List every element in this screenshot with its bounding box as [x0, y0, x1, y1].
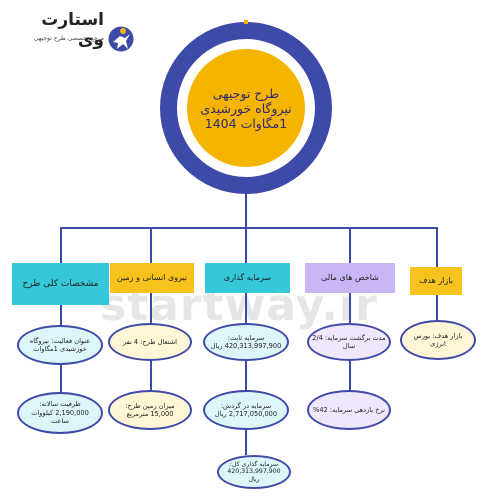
logo-star-figure-icon [108, 26, 134, 52]
item-financial-payback: مدت برگشت سرمایه: 2/4 سال [307, 323, 391, 361]
center-title: طرح توجیهی نیروگاه خورشیدی 1مگاوات 1404 [200, 85, 292, 131]
category-workforce: نیروی انسانی و زمین [110, 263, 194, 293]
item-general-capacity: ظرفیت سالانه: 2,190,000 کیلووات ساعت [17, 392, 103, 434]
stem-general-2 [60, 362, 62, 392]
drop-line-market [436, 227, 438, 267]
stem-market-1 [436, 295, 438, 320]
drop-line-workforce [150, 227, 152, 263]
drop-line-financial [349, 227, 351, 263]
trunk-line [245, 194, 247, 228]
item-investment-fixed: سرمایه ثابت: 420,313,997,900 ریال [203, 323, 289, 361]
category-financial: شاخص های مالی [305, 263, 395, 293]
item-workforce-land: میزان زمین طرح: 15,000 مترمربع [108, 390, 192, 430]
stem-investment-2 [245, 360, 247, 390]
category-market: بازار هدف [410, 267, 462, 295]
stem-investment-3 [245, 430, 247, 455]
item-market-target: بازار هدف: بورس انرژی [400, 320, 476, 360]
item-investment-working: سرمایه در گردش: 2,717,050,000 ریال [203, 390, 289, 430]
category-general: مشخصات کلی طرح [12, 263, 109, 305]
item-workforce-jobs: اشتغال طرح: 4 نفر [108, 323, 192, 361]
center-node: طرح توجیهی نیروگاه خورشیدی 1مگاوات 1404 [160, 22, 332, 194]
stem-financial-1 [349, 293, 351, 323]
category-investment: سرمایه گذاری [205, 263, 290, 293]
branch-line [60, 227, 438, 229]
stem-financial-2 [349, 360, 351, 390]
drop-line-investment [245, 227, 247, 263]
item-financial-roi: نرخ بازدهی سرمایه: 42% [307, 390, 391, 430]
stem-general-1 [60, 305, 62, 325]
logo-subtitle: مرجع تخصصی طرح توجیهی [33, 35, 104, 42]
item-investment-total: سرمایه گذاری کل: 420,313,997,900 ریال [217, 455, 291, 489]
stem-investment-1 [245, 293, 247, 323]
item-general-activity: عنوان فعالیت: نیروگاه خورشیدی 1مگاوات [17, 325, 103, 365]
stem-workforce-2 [150, 360, 152, 390]
ring-marker [244, 20, 248, 24]
logo-title: استارت وی [41, 10, 104, 50]
stem-workforce-1 [150, 293, 152, 323]
drop-line-general [60, 227, 62, 263]
